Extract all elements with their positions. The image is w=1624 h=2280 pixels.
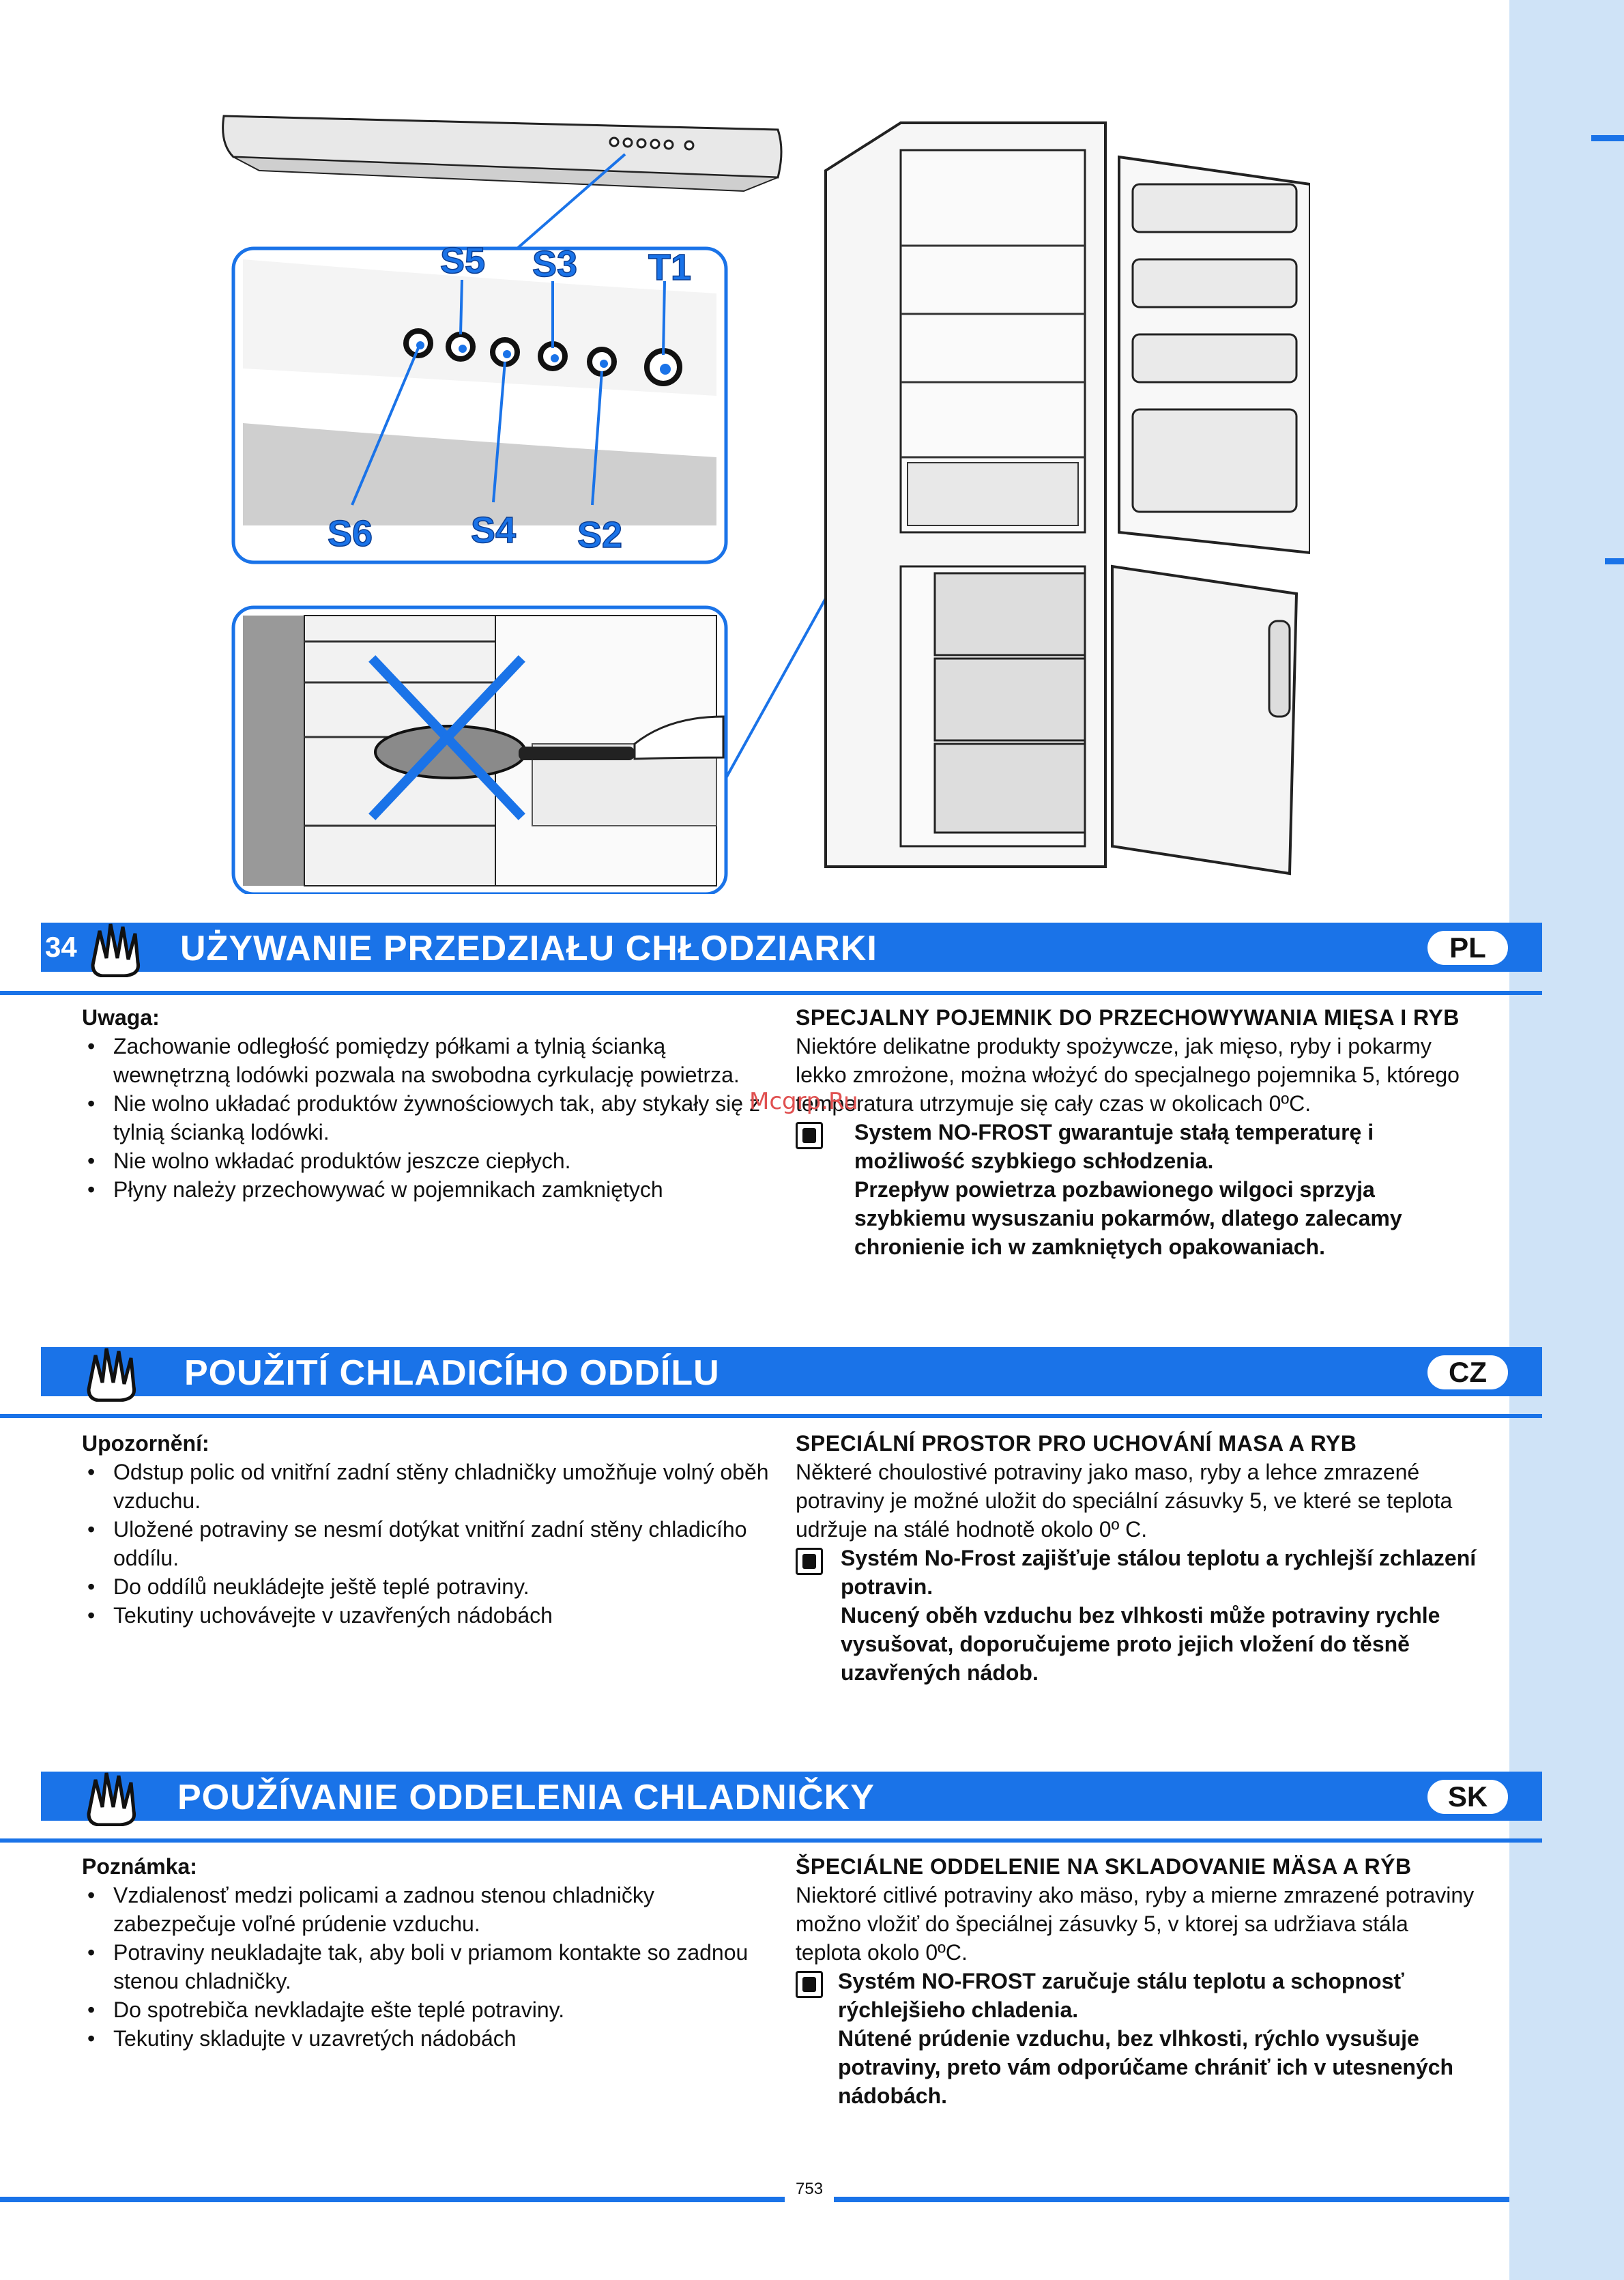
list-item: Do oddílů neukládejte ještě teplé potrav… — [82, 1572, 778, 1601]
right-sidebar-strip — [1509, 0, 1624, 2280]
section-pl-header: 34 UŻYWANIE PRZEDZIAŁU CHŁODZIARKI PL — [41, 923, 1542, 977]
nofrost-text-2: Nucený oběh vzduchu bez vlhkosti může po… — [841, 1603, 1440, 1685]
note-label: Upozornění: — [82, 1431, 209, 1456]
pl-right-column: SPECJALNY POJEMNIK DO PRZECHOWYWANIA MIĘ… — [796, 1003, 1478, 1261]
cz-right-column: SPECIÁLNÍ PROSTOR PRO UCHOVÁNÍ MASA A RY… — [796, 1429, 1478, 1687]
callout-s6: S6 — [328, 513, 373, 554]
sk-left-column: Poznámka: Vzdialenosť medzi policami a z… — [82, 1852, 778, 2053]
nofrost-icon — [796, 1122, 823, 1149]
special-compartment-title: ŠPECIÁLNE ODDELENIE NA SKLADOVANIE MÄSA … — [796, 1854, 1412, 1879]
special-compartment-text: Niektóre delikatne produkty spożywcze, j… — [796, 1034, 1460, 1116]
special-compartment-title: SPECIÁLNÍ PROSTOR PRO UCHOVÁNÍ MASA A RY… — [796, 1431, 1357, 1456]
nofrost-note: Systém No-Frost zajišťuje stálou teplotu… — [796, 1544, 1478, 1687]
callout-t1: T1 — [648, 247, 691, 288]
list-item: Tekutiny uchovávejte v uzavřených nádobá… — [82, 1601, 778, 1630]
special-compartment-title: SPECJALNY POJEMNIK DO PRZECHOWYWANIA MIĘ… — [796, 1005, 1460, 1030]
section-sk-rule — [0, 1838, 1542, 1843]
list-item: Płyny należy przechowywać w pojemnikach … — [82, 1175, 778, 1204]
section-cz-header: POUŽITÍ CHLADICÍHO ODDÍLU CZ — [41, 1347, 1542, 1402]
section-title: POUŽITÍ CHLADICÍHO ODDÍLU — [184, 1353, 720, 1393]
list-item: Odstup polic od vnitřní zadní stěny chla… — [82, 1458, 778, 1515]
nofrost-icon — [796, 1971, 823, 1998]
pl-left-column: Uwaga: Zachowanie odległość pomiędzy pół… — [82, 1003, 778, 1204]
note-list: Odstup polic od vnitřní zadní stěny chla… — [82, 1458, 778, 1630]
list-item: Zachowanie odległość pomiędzy półkami a … — [82, 1032, 778, 1089]
section-sk-header: POUŽÍVANIE ODDELENIA CHLADNIČKY SK — [41, 1772, 1542, 1826]
footer-page-number: 753 — [796, 2180, 824, 2198]
footer-rule-right — [834, 2197, 1509, 2202]
section-title: POUŽÍVANIE ODDELENIA CHLADNIČKY — [177, 1778, 875, 1817]
nofrost-text-1: Systém No-Frost zajišťuje stálou teplotu… — [841, 1546, 1477, 1599]
nofrost-text-2: Nútené prúdenie vzduchu, bez vlhkosti, r… — [838, 2026, 1454, 2108]
nofrost-note: Systém NO-FROST zaručuje stálu teplotu a… — [796, 1967, 1478, 2110]
control-panel-drawing — [222, 115, 783, 250]
nofrost-text-1: System NO-FROST gwarantuje stałą tempera… — [854, 1120, 1374, 1173]
language-badge: SK — [1427, 1780, 1508, 1814]
language-badge: PL — [1427, 931, 1508, 965]
footer-rule-left — [0, 2197, 785, 2202]
list-item: Tekutiny skladujte v uzavretých nádobách — [82, 2024, 778, 2053]
note-list: Zachowanie odległość pomiędzy półkami a … — [82, 1032, 778, 1204]
special-compartment-text: Niektoré citlivé potraviny ako mäso, ryb… — [796, 1883, 1475, 1965]
list-item: Nie wolno układać produktów żywnościowyc… — [82, 1089, 778, 1146]
hand-icon — [87, 1348, 136, 1402]
callout-s2: S2 — [577, 515, 622, 555]
sidebar-tick-top — [1591, 135, 1624, 141]
section-title: UŻYWANIE PRZEDZIAŁU CHŁODZIARKI — [180, 929, 878, 968]
callout-s3: S3 — [532, 244, 577, 285]
watermark: Mcgrp.Ru — [749, 1088, 858, 1115]
nofrost-icon — [796, 1548, 823, 1575]
list-item: Vzdialenosť medzi policami a zadnou sten… — [82, 1881, 778, 1938]
cz-left-column: Upozornění: Odstup polic od vnitřní zadn… — [82, 1429, 778, 1630]
hand-icon — [91, 923, 141, 977]
nofrost-text-2: Przepływ powietrza pozbawionego wilgoci … — [854, 1177, 1402, 1259]
nofrost-note: System NO-FROST gwarantuje stałą tempera… — [796, 1118, 1478, 1261]
callout-s5: S5 — [440, 240, 485, 281]
section-cz-rule — [0, 1414, 1542, 1418]
sk-right-column: ŠPECIÁLNE ODDELENIE NA SKLADOVANIE MÄSA … — [796, 1852, 1478, 2110]
callout-s4: S4 — [471, 510, 516, 551]
note-label: Uwaga: — [82, 1005, 160, 1030]
note-label: Poznámka: — [82, 1854, 197, 1879]
list-item: Uložené potraviny se nesmí dotýkat vnitř… — [82, 1515, 778, 1572]
list-item: Nie wolno wkładać produktów jeszcze ciep… — [82, 1146, 778, 1175]
fridge-illustration: S5 S3 T1 S6 S4 S2 — [222, 115, 1310, 894]
special-compartment-text: Některé choulostivé potraviny jako maso,… — [796, 1460, 1453, 1542]
section-pl-rule — [0, 991, 1542, 995]
list-item: Potraviny neukladajte tak, aby boli v pr… — [82, 1938, 778, 1995]
control-panel-zoom: S5 S3 T1 S6 S4 S2 — [231, 240, 728, 564]
hot-pan-warning-image — [231, 605, 728, 894]
fridge-drawing — [824, 121, 1310, 876]
page-number: 34 — [45, 931, 77, 963]
note-list: Vzdialenosť medzi policami a zadnou sten… — [82, 1881, 778, 2053]
hand-icon — [87, 1772, 136, 1826]
language-badge: CZ — [1427, 1355, 1508, 1389]
sidebar-tick-bottom — [1605, 558, 1624, 564]
list-item: Do spotrebiča nevkladajte ešte teplé pot… — [82, 1995, 778, 2024]
nofrost-text-1: Systém NO-FROST zaručuje stálu teplotu a… — [838, 1969, 1404, 2022]
